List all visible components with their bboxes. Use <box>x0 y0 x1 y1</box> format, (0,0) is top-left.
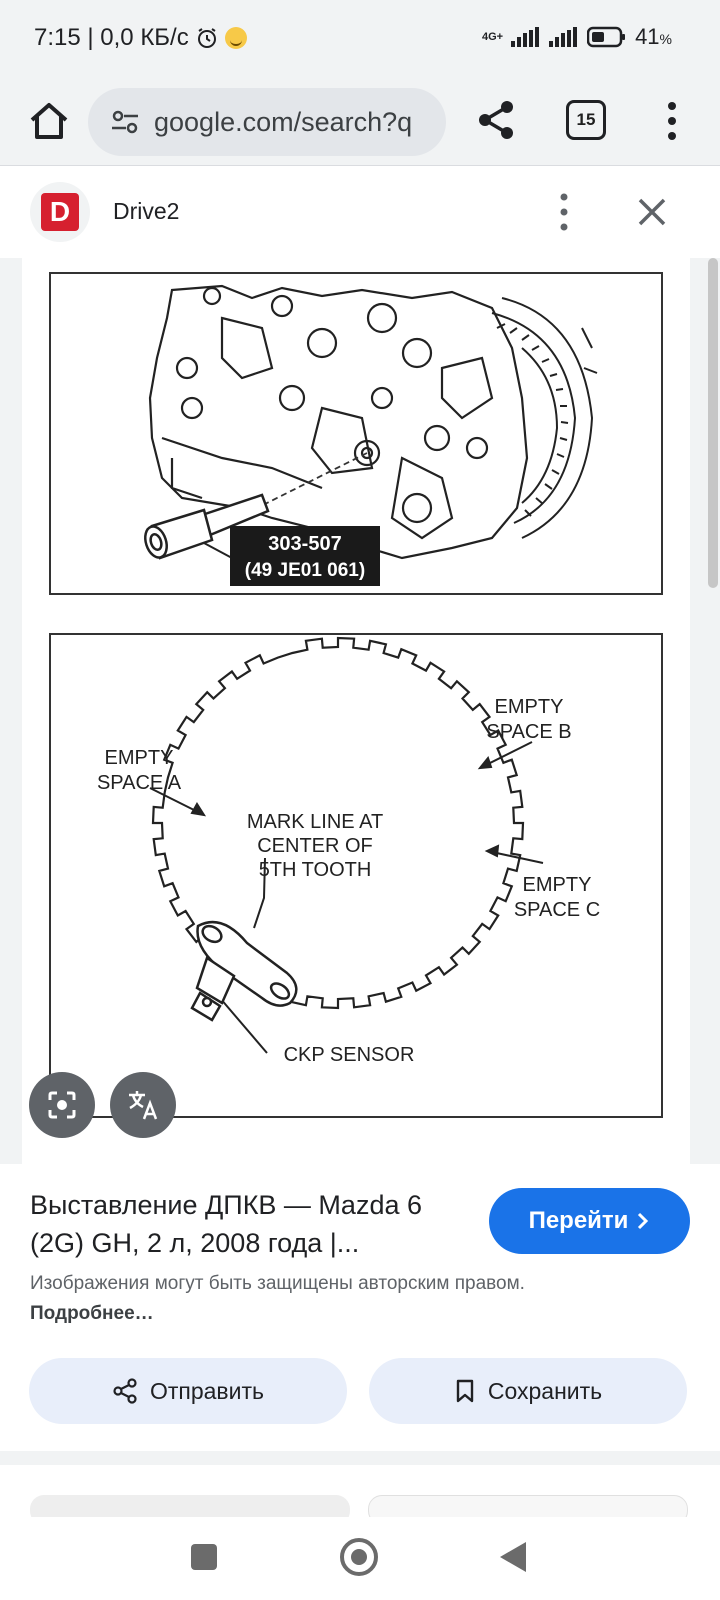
mark-line-line2: CENTER OF <box>257 835 373 857</box>
tool-code-label: (49 JE01 061) <box>245 560 365 581</box>
source-name[interactable]: Drive2 <box>113 198 180 224</box>
chevron-right-icon <box>638 1212 649 1230</box>
empty-space-a-line1: EMPTY <box>105 747 174 769</box>
recents-icon[interactable] <box>191 1544 217 1570</box>
battery-unit: % <box>659 31 672 47</box>
send-button[interactable]: Отправить <box>29 1358 347 1424</box>
browser-toolbar: google.com/search?q 15 <box>0 78 720 166</box>
source-header: D Drive2 <box>0 166 720 258</box>
status-time: 7:15 | 0,0 КБ/с <box>34 24 189 51</box>
more-vert-icon[interactable] <box>552 190 576 234</box>
diagram-svg: 303-507 (49 JE01 061) <box>49 272 663 1118</box>
signal-icon-2 <box>549 27 578 47</box>
address-bar[interactable]: google.com/search?q <box>88 88 446 156</box>
home-icon[interactable] <box>26 98 72 144</box>
battery-icon <box>587 26 626 48</box>
tune-icon[interactable] <box>110 110 140 134</box>
related-images <box>0 1465 720 1517</box>
copyright-text: Изображения могут быть защищены авторски… <box>30 1273 525 1294</box>
tool-number-label: 303-507 <box>268 533 341 555</box>
close-icon[interactable] <box>634 194 670 230</box>
lens-button[interactable] <box>29 1072 95 1138</box>
share-icon[interactable] <box>474 98 518 142</box>
section-divider <box>0 1451 720 1465</box>
alarm-icon <box>197 28 216 48</box>
related-image-thumbnail[interactable] <box>30 1495 350 1517</box>
empty-space-c-line1: EMPTY <box>523 874 592 896</box>
tab-switcher-button[interactable]: 15 <box>566 100 606 140</box>
system-nav-bar <box>0 1517 720 1600</box>
ckp-reluctor-wheel <box>151 636 525 1010</box>
empty-space-b-line2: SPACE B <box>486 721 571 743</box>
save-button[interactable]: Сохранить <box>369 1358 687 1424</box>
frame-bottom <box>49 633 663 1118</box>
frame-top <box>49 272 663 595</box>
result-title[interactable]: Выставление ДПКВ — Mazda 6 (2G) GH, 2 л,… <box>30 1190 422 1258</box>
learn-more-link[interactable]: Подробнее… <box>30 1303 154 1324</box>
translate-button[interactable] <box>110 1072 176 1138</box>
mark-line-line3: 5TH TOOTH <box>259 859 372 881</box>
ckp-sensor-label: CKP SENSOR <box>284 1044 415 1066</box>
tool-leader-line <box>203 542 233 559</box>
copyright-notice: Изображения могут быть защищены авторски… <box>30 1269 590 1329</box>
visit-button-label: Перейти <box>528 1207 629 1234</box>
back-icon[interactable] <box>500 1542 526 1572</box>
engine-block-drawing <box>148 284 529 560</box>
status-bar: 7:15 | 0,0 КБ/с 4G+ 41% <box>0 0 720 78</box>
flywheel-drawing <box>491 297 598 539</box>
pointer-arrows <box>149 741 544 1054</box>
battery-level: 41 <box>635 24 660 49</box>
empty-space-c-line2: SPACE C <box>514 899 600 921</box>
url-text[interactable]: google.com/search?q <box>154 106 413 137</box>
source-logo[interactable]: D <box>30 182 90 242</box>
related-image-thumbnail[interactable] <box>368 1495 688 1517</box>
empty-space-a-line2: SPACE A <box>97 772 182 794</box>
lens-icon <box>48 1091 76 1119</box>
scrollbar[interactable] <box>708 258 718 588</box>
more-vert-icon[interactable] <box>660 98 684 144</box>
tool-label-box <box>230 526 380 586</box>
signal-icon <box>511 27 540 47</box>
result-image[interactable]: 303-507 (49 JE01 061) <box>22 258 690 1164</box>
tool-pin-drawing <box>144 493 270 560</box>
emoji-icon <box>224 27 247 49</box>
mark-line-line1: MARK LINE AT <box>247 811 383 833</box>
save-label: Сохранить <box>487 1377 603 1404</box>
translate-icon <box>129 1091 158 1120</box>
home-nav-icon[interactable] <box>340 1538 378 1576</box>
ckp-sensor-drawing <box>190 920 298 1022</box>
send-label: Отправить <box>149 1377 265 1404</box>
empty-space-b-line1: EMPTY <box>495 696 564 718</box>
network-type: 4G+ <box>481 31 504 43</box>
bookmark-icon <box>456 1379 474 1403</box>
visit-button[interactable]: Перейти <box>489 1188 690 1254</box>
share-icon <box>113 1378 137 1404</box>
image-viewer[interactable]: 303-507 (49 JE01 061) <box>0 258 720 1164</box>
